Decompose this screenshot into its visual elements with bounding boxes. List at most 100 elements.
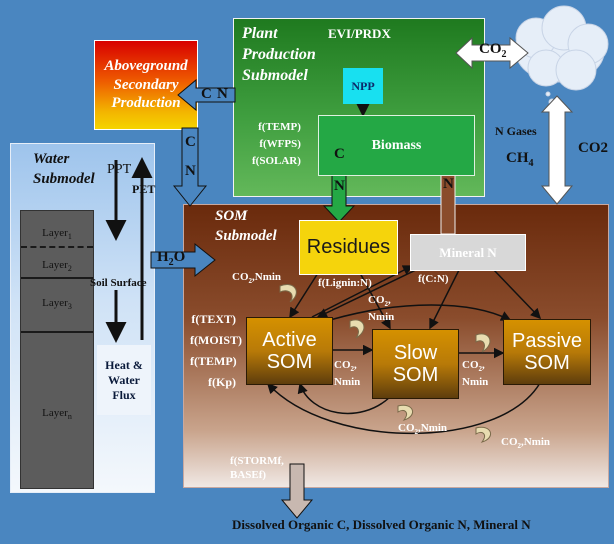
som-title-line1: SOM (215, 208, 248, 224)
h2o-flow-arrow (150, 242, 216, 278)
co2-right-label: CO2 (578, 140, 608, 156)
som-title-line2: Submodel (215, 227, 277, 244)
co2-text: CO (501, 436, 518, 448)
co2-sub: 2 (248, 277, 253, 286)
layer-3-sub: 3 (67, 302, 72, 312)
nmin-tail: ,Nmin (521, 436, 551, 448)
f-lignin-label: f(Lignin:N) (318, 277, 372, 289)
co2-text: CO (368, 294, 385, 306)
co2-exchange-arrow (455, 36, 529, 70)
residues-box: Residues (299, 220, 398, 275)
aboveground-secondary-production: Aboveground Secondary Production (94, 40, 198, 130)
co2-sub: 2 (414, 428, 419, 437)
layer-divider (21, 246, 93, 248)
res-c: C (334, 146, 345, 162)
nmin-text: Nmin (462, 375, 489, 388)
f-storm-line1: f(STORMf, (230, 455, 284, 467)
co2-nmin-active: CO2, Nmin (334, 359, 361, 388)
asp-line1: Aboveground (104, 57, 188, 74)
layer-n-sub: n (67, 412, 72, 422)
h2o-sub: 2 (168, 257, 174, 268)
ch4-text: CH (506, 150, 529, 166)
co2-nmin-residues: CO2,Nmin (232, 271, 281, 285)
co2-top-label: CO2 (479, 41, 507, 60)
co2-top-text: CO (479, 41, 502, 57)
layer-2: Layer2 (21, 259, 93, 273)
layer-3: Layer3 (21, 297, 93, 311)
f-cn-label: f(C:N) (418, 273, 449, 285)
evi-prdx-label: EVI/PRDX (328, 26, 391, 41)
co2-text: CO (232, 271, 249, 283)
layer-divider (21, 331, 93, 333)
asp-line2: Secondary (113, 76, 179, 93)
som-controls: f(TEXT) f(MOIST) f(TEMP) f(Kp) (190, 309, 242, 393)
soil-surface-label: Soil Surface (90, 277, 147, 289)
som-f-kp: f(Kp) (208, 375, 236, 389)
n-gases-label: N Gases (495, 124, 537, 138)
ch4-label: CH4 (506, 150, 534, 169)
passive-som-line1: Passive (511, 330, 583, 352)
water-submodel-title: Water Submodel (33, 150, 95, 189)
h2o-label: H2O (157, 249, 185, 268)
biomass-box: Biomass (318, 115, 475, 176)
leachate-outputs-label: Dissolved Organic C, Dissolved Organic N… (232, 517, 531, 532)
nmin-text: Nmin (334, 375, 361, 388)
passive-som-line2: SOM (524, 352, 570, 374)
co2-nmin-slow-return: CO2,Nmin (398, 422, 447, 436)
co2-sub: 2 (384, 300, 389, 309)
leaching-arrow (280, 463, 314, 519)
plant-f-wfps: f(WFPS) (259, 138, 301, 151)
co2-nmin-slow: CO2, Nmin (462, 359, 489, 388)
asp-line3: Production (111, 95, 181, 112)
soil-layers: Layer1 Layer2 Layer3 Layern (20, 210, 94, 489)
layer-3-text: Layer (42, 297, 68, 309)
slow-som-line1: Slow (393, 342, 438, 364)
heat-water-flux-box: Heat & Water Flux (97, 345, 151, 415)
layer-1-sub: 1 (67, 232, 72, 242)
f-storm-label: f(STORMf, BASEf) (230, 454, 284, 483)
cn-h-c: C (201, 86, 212, 102)
co2-sub: 2 (350, 365, 355, 374)
active-som-line1: Active (262, 329, 317, 351)
active-som-line2: SOM (266, 351, 313, 373)
heat-line1: Heat & (105, 357, 143, 372)
cn-to-asp-arrow (177, 78, 236, 112)
f-storm-line2: BASEf) (230, 469, 267, 482)
ch4-sub: 4 (528, 158, 534, 169)
plant-title-line3: Submodel (242, 66, 308, 84)
plant-title-line1: Plant (242, 25, 278, 42)
water-title-line1: Water (33, 151, 70, 167)
som-submodel-title: SOM Submodel (215, 207, 277, 246)
layer-1: Layer1 (21, 227, 93, 241)
h2o-o: O (173, 249, 186, 265)
nmin-text: Nmin (368, 310, 395, 323)
atmosphere-cloud-icon (515, 5, 609, 106)
co2-top-sub: 2 (501, 49, 507, 60)
minN-n: N (443, 176, 454, 192)
som-f-temp: f(TEMP) (190, 354, 237, 368)
plant-f-solar: f(SOLAR) (252, 155, 301, 168)
plant-submodel-title: Plant Production Submodel (242, 24, 316, 86)
co2-text: CO (398, 422, 415, 434)
co2-text: CO (334, 359, 351, 371)
layer-n-text: Layer (42, 407, 68, 419)
pet-label: PET (132, 182, 156, 196)
co2-text: CO (462, 359, 479, 371)
plant-controls: f(TEMP) f(WFPS) f(SOLAR) (252, 119, 301, 170)
layer-n: Layern (21, 407, 93, 421)
plant-title-line2: Production (242, 45, 316, 63)
plant-f-temp: f(TEMP) (258, 121, 301, 133)
cn-v-c: C (185, 134, 196, 150)
ppt-label: PPT (107, 162, 132, 177)
cn-v-n: N (185, 163, 196, 179)
cn-h-n: N (217, 86, 228, 102)
heat-line3: Flux (112, 387, 136, 402)
nmin-tail: ,Nmin (418, 422, 448, 434)
nmin-tail: ,Nmin (252, 271, 282, 283)
water-title-line2: Submodel (33, 170, 95, 187)
mineral-n-box: Mineral N (410, 234, 526, 271)
